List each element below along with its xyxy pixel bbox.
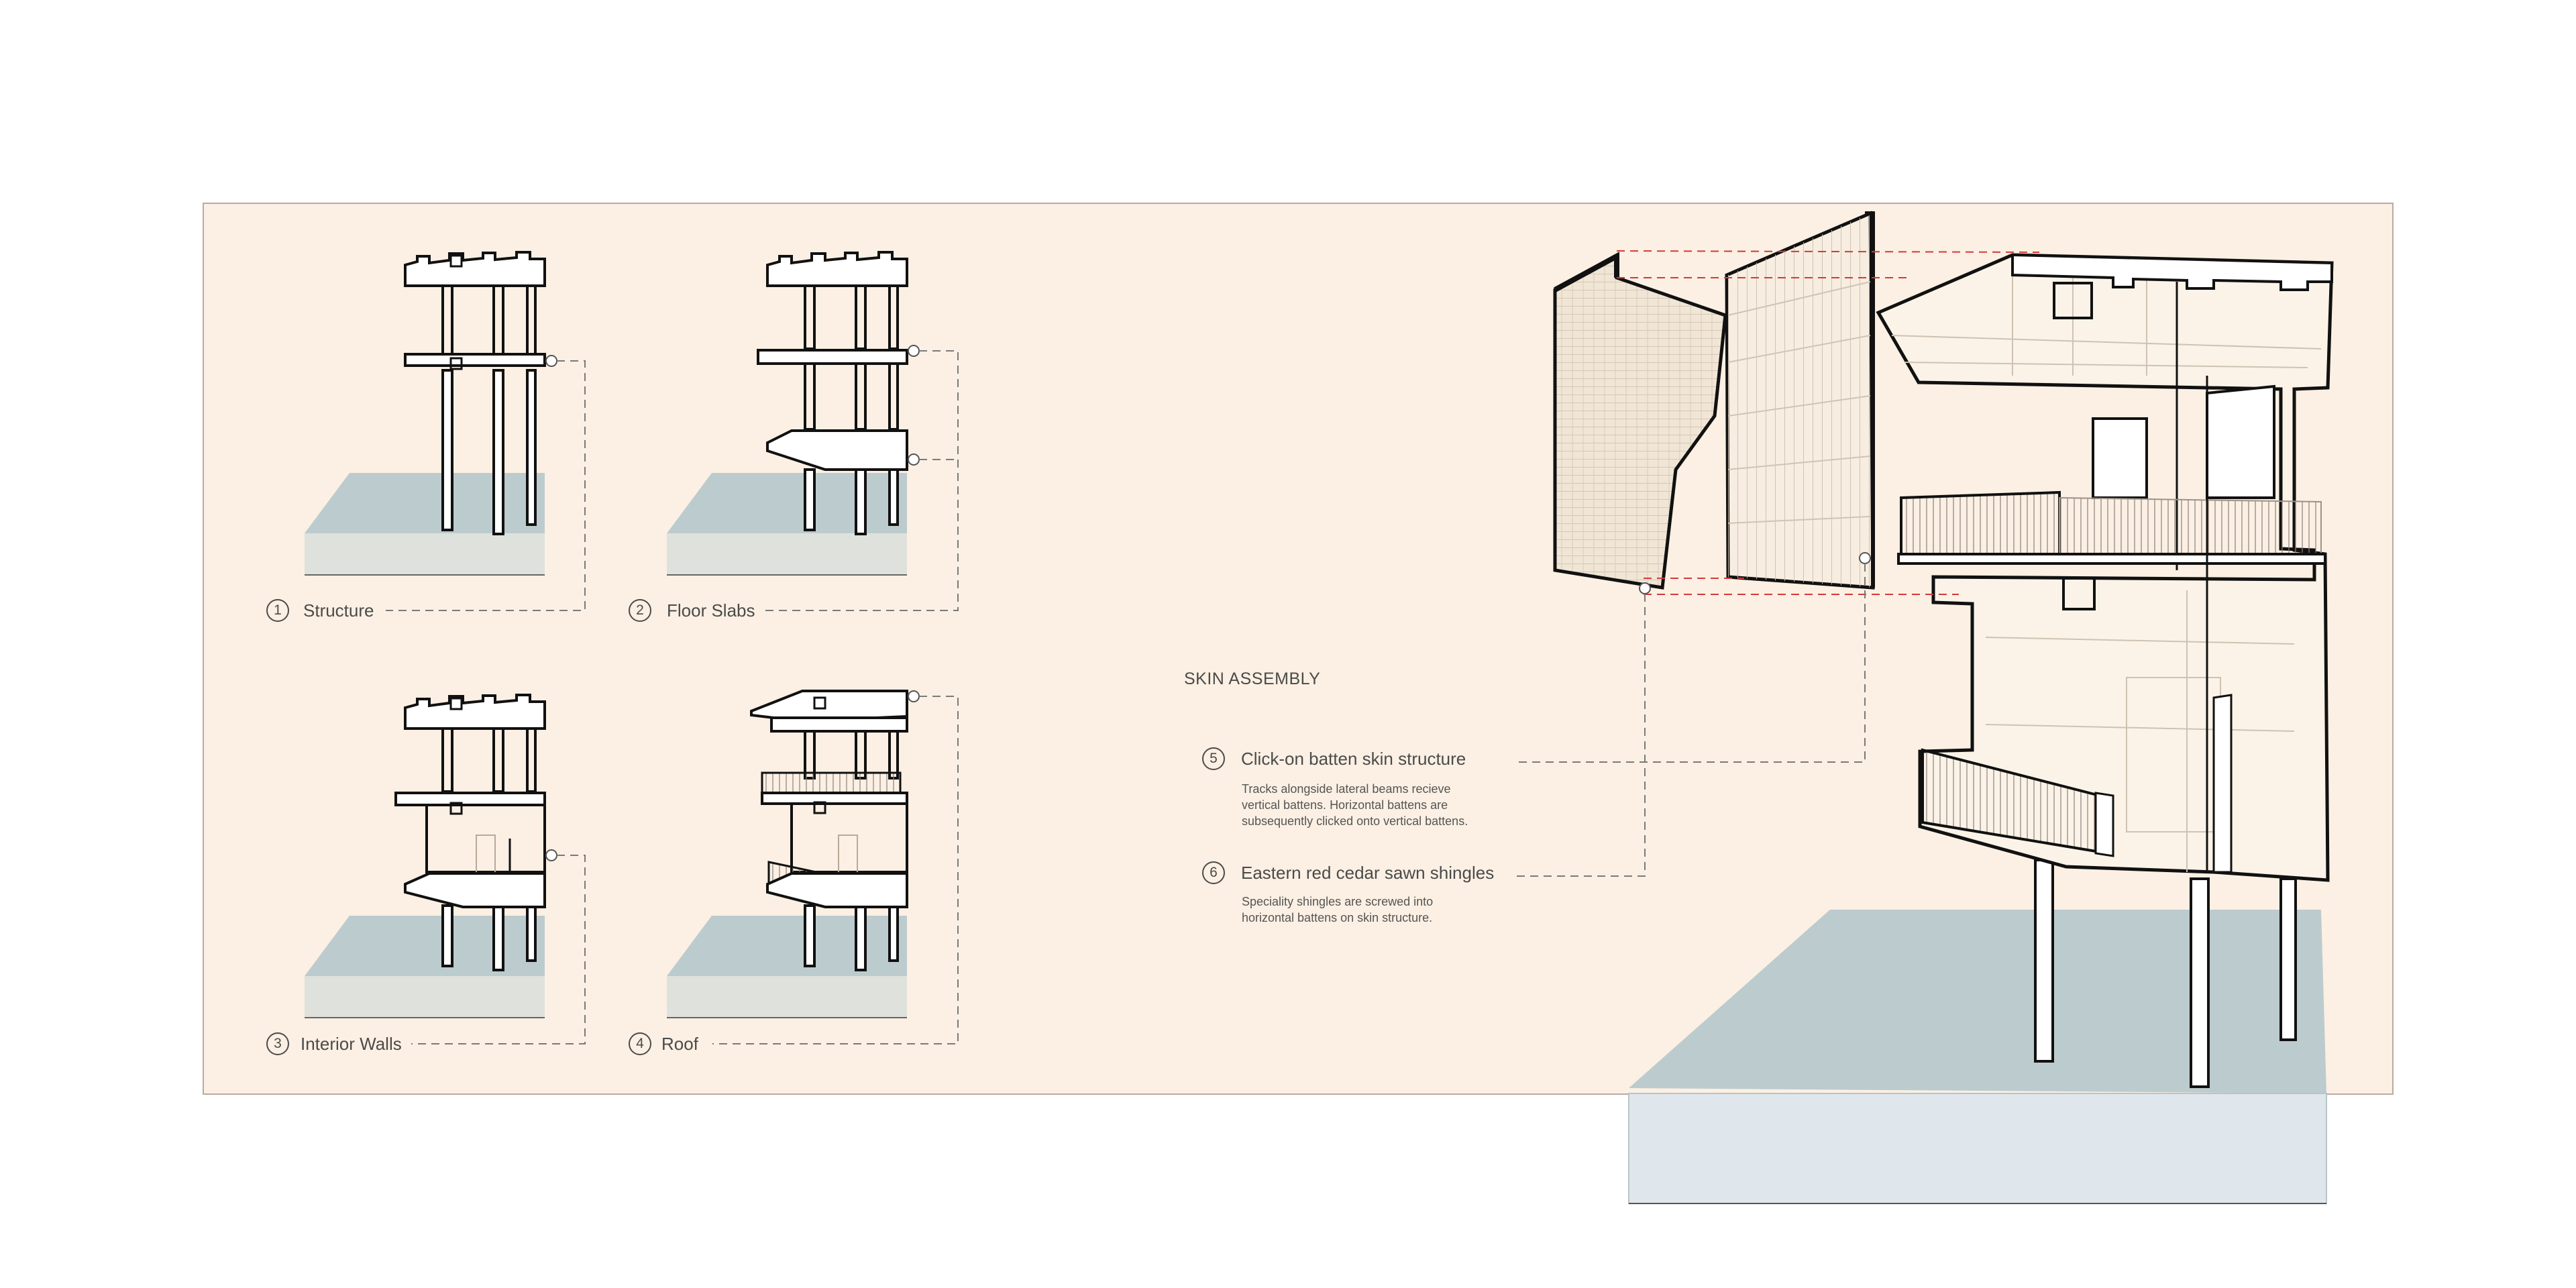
step-number: 2 xyxy=(629,599,651,622)
leader-dot xyxy=(908,690,920,702)
ground-side xyxy=(305,976,545,1018)
roof-beams xyxy=(766,251,908,287)
large-ground-top xyxy=(1629,910,2326,1093)
ground-side xyxy=(667,976,907,1018)
leader-line xyxy=(386,360,586,611)
note-number: 6 xyxy=(1202,861,1225,884)
ground-side xyxy=(305,533,545,575)
upper-balcony-rail xyxy=(1900,490,2061,555)
note-number: 5 xyxy=(1202,747,1225,770)
leader-line xyxy=(411,855,586,1044)
leader-dot xyxy=(1859,552,1871,564)
slab-level-1 xyxy=(766,872,908,908)
roof-edge xyxy=(2011,253,2333,291)
leader-line xyxy=(765,350,959,611)
leader-dot xyxy=(545,849,557,861)
roof-skylight xyxy=(2053,282,2093,319)
window xyxy=(2092,417,2148,499)
batten-horizontal-lines xyxy=(1727,281,1871,524)
leader-line xyxy=(712,696,959,1044)
note-body-line: subsequently clicked onto vertical batte… xyxy=(1242,814,1468,828)
model-structure xyxy=(305,251,586,611)
window xyxy=(2206,384,2275,499)
slab-level-2 xyxy=(757,349,908,365)
roof-beams xyxy=(404,694,546,730)
cedar-shingle-panel xyxy=(1553,253,1727,590)
ground-top xyxy=(305,916,545,976)
skin-assembly-title: SKIN ASSEMBLY xyxy=(1184,669,1321,688)
ground-top xyxy=(667,473,907,533)
large-ground-side xyxy=(1628,1093,2327,1204)
note-body-line: vertical battens. Horizontal battens are xyxy=(1242,798,1448,812)
leader-dot xyxy=(1639,582,1651,594)
column-frame xyxy=(441,369,537,535)
leader-dot xyxy=(908,345,920,357)
upper-slab xyxy=(1897,553,2326,565)
leader-line xyxy=(1516,594,1646,877)
slab-level-1 xyxy=(766,429,908,471)
ground-side xyxy=(667,533,907,575)
ground-top xyxy=(667,916,907,976)
slab-level-1 xyxy=(404,872,546,908)
model-roof xyxy=(667,690,959,1044)
roof-beams xyxy=(404,251,546,287)
step-label-interior-walls: Interior Walls xyxy=(301,1034,402,1054)
floor-beam xyxy=(404,353,546,367)
column-frame-upper xyxy=(441,284,537,360)
note-body-line: Tracks alongside lateral beams recieve xyxy=(1242,782,1451,796)
note-title-batten-skin: Click-on batten skin structure xyxy=(1241,749,1466,769)
model-floor-slabs xyxy=(667,251,959,611)
exploded-skin-assembly xyxy=(1516,211,2334,1204)
note-body-line: Speciality shingles are screwed into xyxy=(1242,895,1434,908)
slab-level-2 xyxy=(394,792,546,806)
ground-top xyxy=(305,473,545,533)
step-label-floor-slabs: Floor Slabs xyxy=(667,600,755,621)
step-label-structure: Structure xyxy=(303,600,374,621)
step-label-roof: Roof xyxy=(661,1034,698,1054)
leader-dot xyxy=(545,355,557,367)
note-title-cedar-shingles: Eastern red cedar sawn shingles xyxy=(1241,863,1495,883)
model-interior-walls xyxy=(305,694,586,1044)
leader-line xyxy=(1516,564,1866,763)
interior-walls xyxy=(425,804,546,873)
alignment-lines xyxy=(1616,250,2040,595)
interior-walls xyxy=(790,802,908,873)
slab-level-2 xyxy=(761,792,908,805)
step-number: 4 xyxy=(629,1032,651,1055)
balcony-rail xyxy=(761,771,902,794)
note-body-line: horizontal battens on skin structure. xyxy=(1242,911,1433,924)
step-number: 1 xyxy=(266,599,289,622)
step-number: 3 xyxy=(266,1032,289,1055)
leader-dot xyxy=(908,453,920,466)
